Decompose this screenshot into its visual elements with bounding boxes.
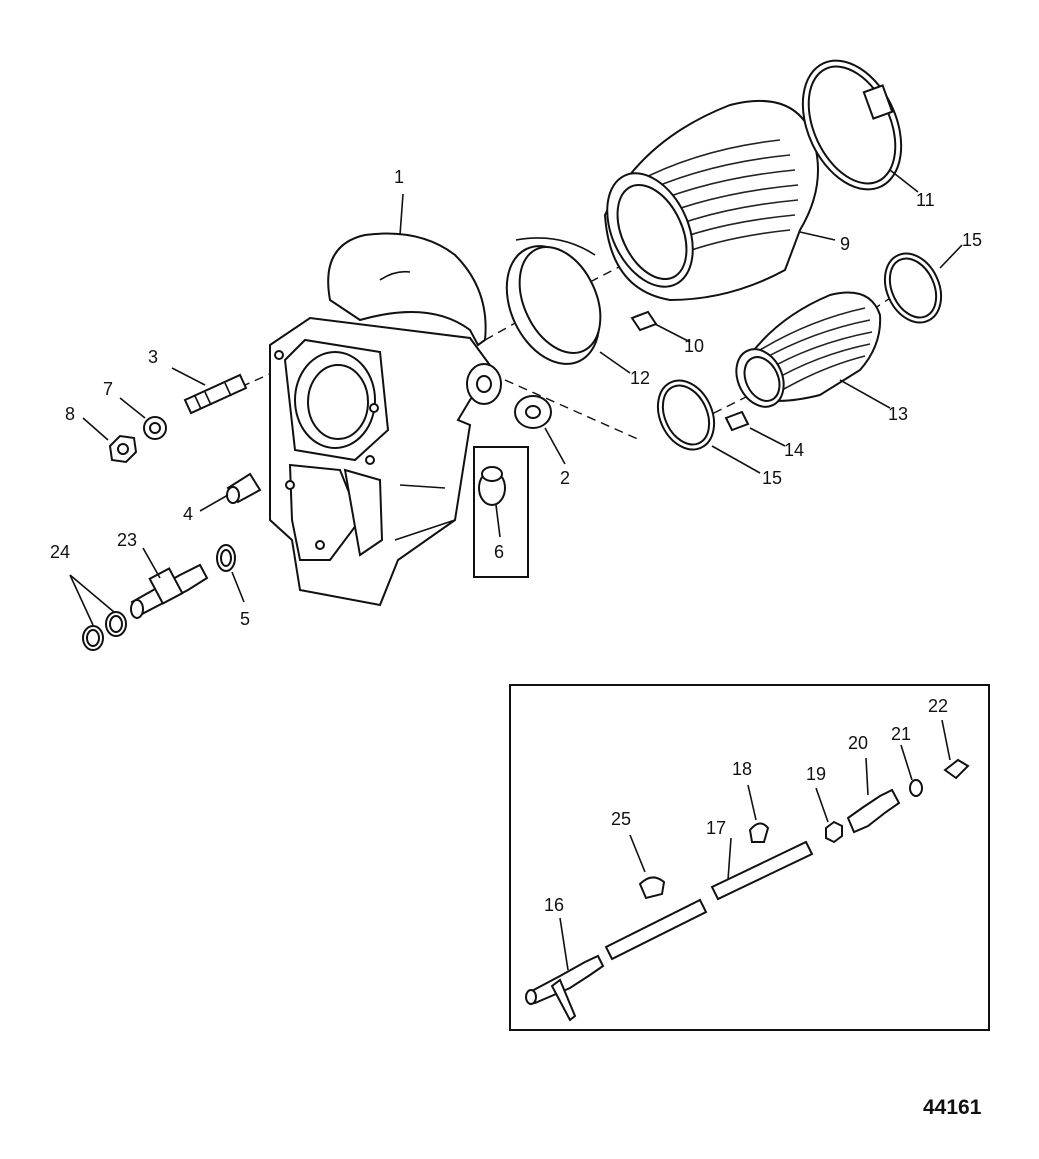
- callout-5: 5: [240, 609, 250, 629]
- exhaust-bellows-part-9: [603, 99, 819, 302]
- nut-part-8: [108, 434, 138, 464]
- callout-16: 16: [544, 895, 564, 915]
- callout-20: 20: [848, 733, 868, 753]
- small-clamp-part-15-lower: [656, 379, 716, 451]
- callout-18: 18: [732, 759, 752, 779]
- washer-part-7: [143, 416, 167, 440]
- inset-box: [509, 684, 990, 1031]
- callout-13: 13: [888, 404, 908, 424]
- fitting-part-22: [943, 758, 970, 780]
- callout-8: 8: [65, 404, 75, 424]
- callout-4: 4: [183, 504, 193, 524]
- stud-part-3: [183, 373, 248, 415]
- callout-21: 21: [891, 724, 911, 744]
- clip-part-10: [630, 310, 658, 332]
- callout-14: 14: [784, 440, 804, 460]
- nut-part-19: [825, 820, 843, 844]
- sender-part-23: [130, 563, 209, 619]
- clamp-part-18: [748, 822, 770, 843]
- callout-2: 2: [560, 468, 570, 488]
- o-ring-part-24: [82, 611, 127, 651]
- callout-9: 9: [840, 234, 850, 254]
- hose-clamp-part-11: [801, 59, 903, 191]
- clip-part-25: [638, 876, 666, 900]
- callout-10: 10: [684, 336, 704, 356]
- fitting-part-4: [226, 472, 262, 504]
- callout-11: 11: [916, 190, 935, 210]
- tee-fitting-part-16: [525, 954, 605, 1022]
- callout-25: 25: [611, 809, 631, 829]
- adapter-part-20: [846, 788, 901, 834]
- bell-housing: [269, 232, 502, 607]
- callout-1: 1: [394, 167, 404, 187]
- callout-6: 6: [494, 542, 504, 562]
- callout-22: 22: [928, 696, 948, 716]
- leader-lines: [69, 169, 963, 971]
- small-clamp-part-15-upper: [883, 252, 943, 324]
- callout-3: 3: [148, 347, 158, 367]
- callout-labels: 1 2 3 4 5 6 7 8 9 10 11 12 13 14 15 15 1…: [50, 167, 982, 915]
- sleeve-part-12: [505, 237, 602, 365]
- hose-part-17: [604, 840, 814, 961]
- spring-part-21: [909, 779, 923, 797]
- bushing-part-6: [473, 446, 529, 578]
- callout-23: 23: [117, 530, 137, 550]
- shift-bellows-part-13: [735, 291, 882, 408]
- callout-24: 24: [50, 542, 70, 562]
- callout-12: 12: [630, 368, 650, 388]
- o-ring-part-5: [216, 544, 236, 572]
- callout-17: 17: [706, 818, 726, 838]
- figure-number: 44161: [923, 1096, 982, 1119]
- callout-19: 19: [806, 764, 826, 784]
- callout-7: 7: [103, 379, 113, 399]
- washer-part-2: [514, 395, 552, 429]
- callout-15-lower: 15: [762, 468, 782, 488]
- clip-part-14: [724, 410, 750, 432]
- callout-15-upper: 15: [962, 230, 982, 250]
